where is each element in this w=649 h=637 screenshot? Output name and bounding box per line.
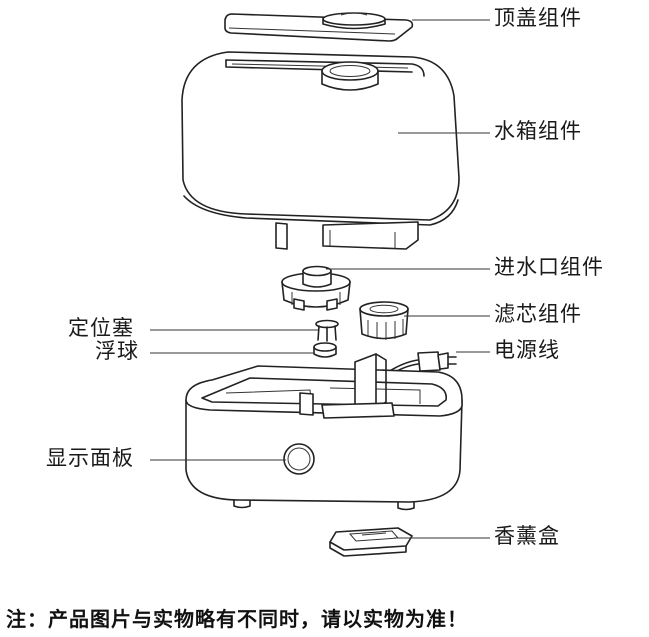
float-part [313, 342, 337, 358]
label-aroma-box: 香薰盒 [494, 524, 560, 548]
label-display-panel: 显示面板 [46, 446, 134, 470]
aroma-box-part [329, 527, 413, 557]
top-cover-part [224, 12, 414, 42]
disclaimer-note: 注：产品图片与实物略有不同时，请以实物为准！ [6, 607, 468, 631]
label-inlet: 进水口组件 [494, 255, 604, 279]
label-water-tank: 水箱组件 [494, 119, 582, 143]
water-tank-part [181, 51, 460, 250]
inlet-part [281, 265, 351, 311]
label-filter: 滤芯组件 [494, 302, 582, 326]
label-float: 浮球 [95, 339, 139, 363]
label-stopper: 定位塞 [68, 316, 134, 340]
label-power-cord: 电源线 [494, 338, 560, 362]
label-top-cover: 顶盖组件 [494, 6, 582, 30]
filter-part [359, 301, 409, 340]
stopper-part [315, 319, 339, 342]
base-part [185, 353, 463, 511]
